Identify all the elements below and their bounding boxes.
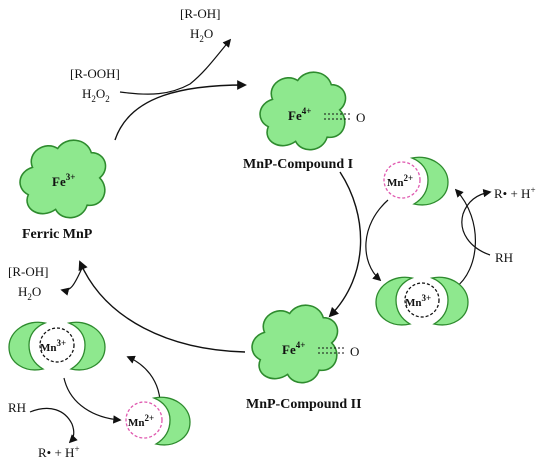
compound2-name: MnP-Compound II (246, 397, 362, 412)
mn2-bottom-label: Mn2+ (128, 413, 154, 429)
mn2-complex-bottom (125, 396, 191, 446)
arrow-rh-bottom (29, 407, 78, 444)
compound2-fe-label: Fe4+ (282, 340, 305, 357)
compound1-oxo: O (356, 110, 365, 125)
arrow-ferric-to-compound1 (114, 80, 247, 141)
right-rh-substrate: RH (495, 250, 513, 265)
top-product-water: H2O (190, 26, 213, 44)
left-product-water: H2O (18, 284, 41, 302)
arrow-mn3-to-mn2-bottom (63, 377, 122, 424)
arrow-h2o2-input (119, 38, 232, 95)
compound2-oxo: O (350, 344, 359, 359)
compound1-fe-label: Fe4+ (288, 106, 311, 123)
mn3-left-label: Mn3+ (40, 338, 66, 354)
arrow-compound1-to-compound2 (328, 171, 362, 318)
arrow-mn3-to-mn2-right (454, 188, 476, 289)
arrow-rh-right (461, 188, 492, 256)
bottom-radical-product: R• + H+ (38, 444, 80, 460)
mn2-complex-right (383, 156, 449, 206)
bottom-rh-substrate: RH (8, 400, 26, 415)
mn2-right-label: Mn2+ (387, 173, 413, 189)
top-product-roh: [R-OH] (180, 6, 220, 21)
top-input-h2o2: H2O2 (82, 86, 110, 104)
arrow-mn2-to-mn3-right (365, 199, 389, 282)
ferric-mnp-name: Ferric MnP (22, 227, 93, 242)
mn3-right-label: Mn3+ (405, 293, 431, 309)
right-radical-product: R• + H+ (494, 185, 536, 201)
left-product-roh: [R-OH] (8, 264, 48, 279)
arrow-compound2-to-ferric (78, 260, 246, 353)
mn3-complex-right (375, 276, 469, 326)
compound1-name: MnP-Compound I (243, 157, 353, 172)
mn3-complex-left (8, 321, 106, 371)
top-input-rooh: [R-OOH] (70, 66, 120, 81)
arrow-left-water-output (60, 267, 83, 296)
arrow-mn2-to-mn3-bottom (126, 355, 161, 401)
ferric-fe-label: Fe3+ (52, 172, 75, 189)
